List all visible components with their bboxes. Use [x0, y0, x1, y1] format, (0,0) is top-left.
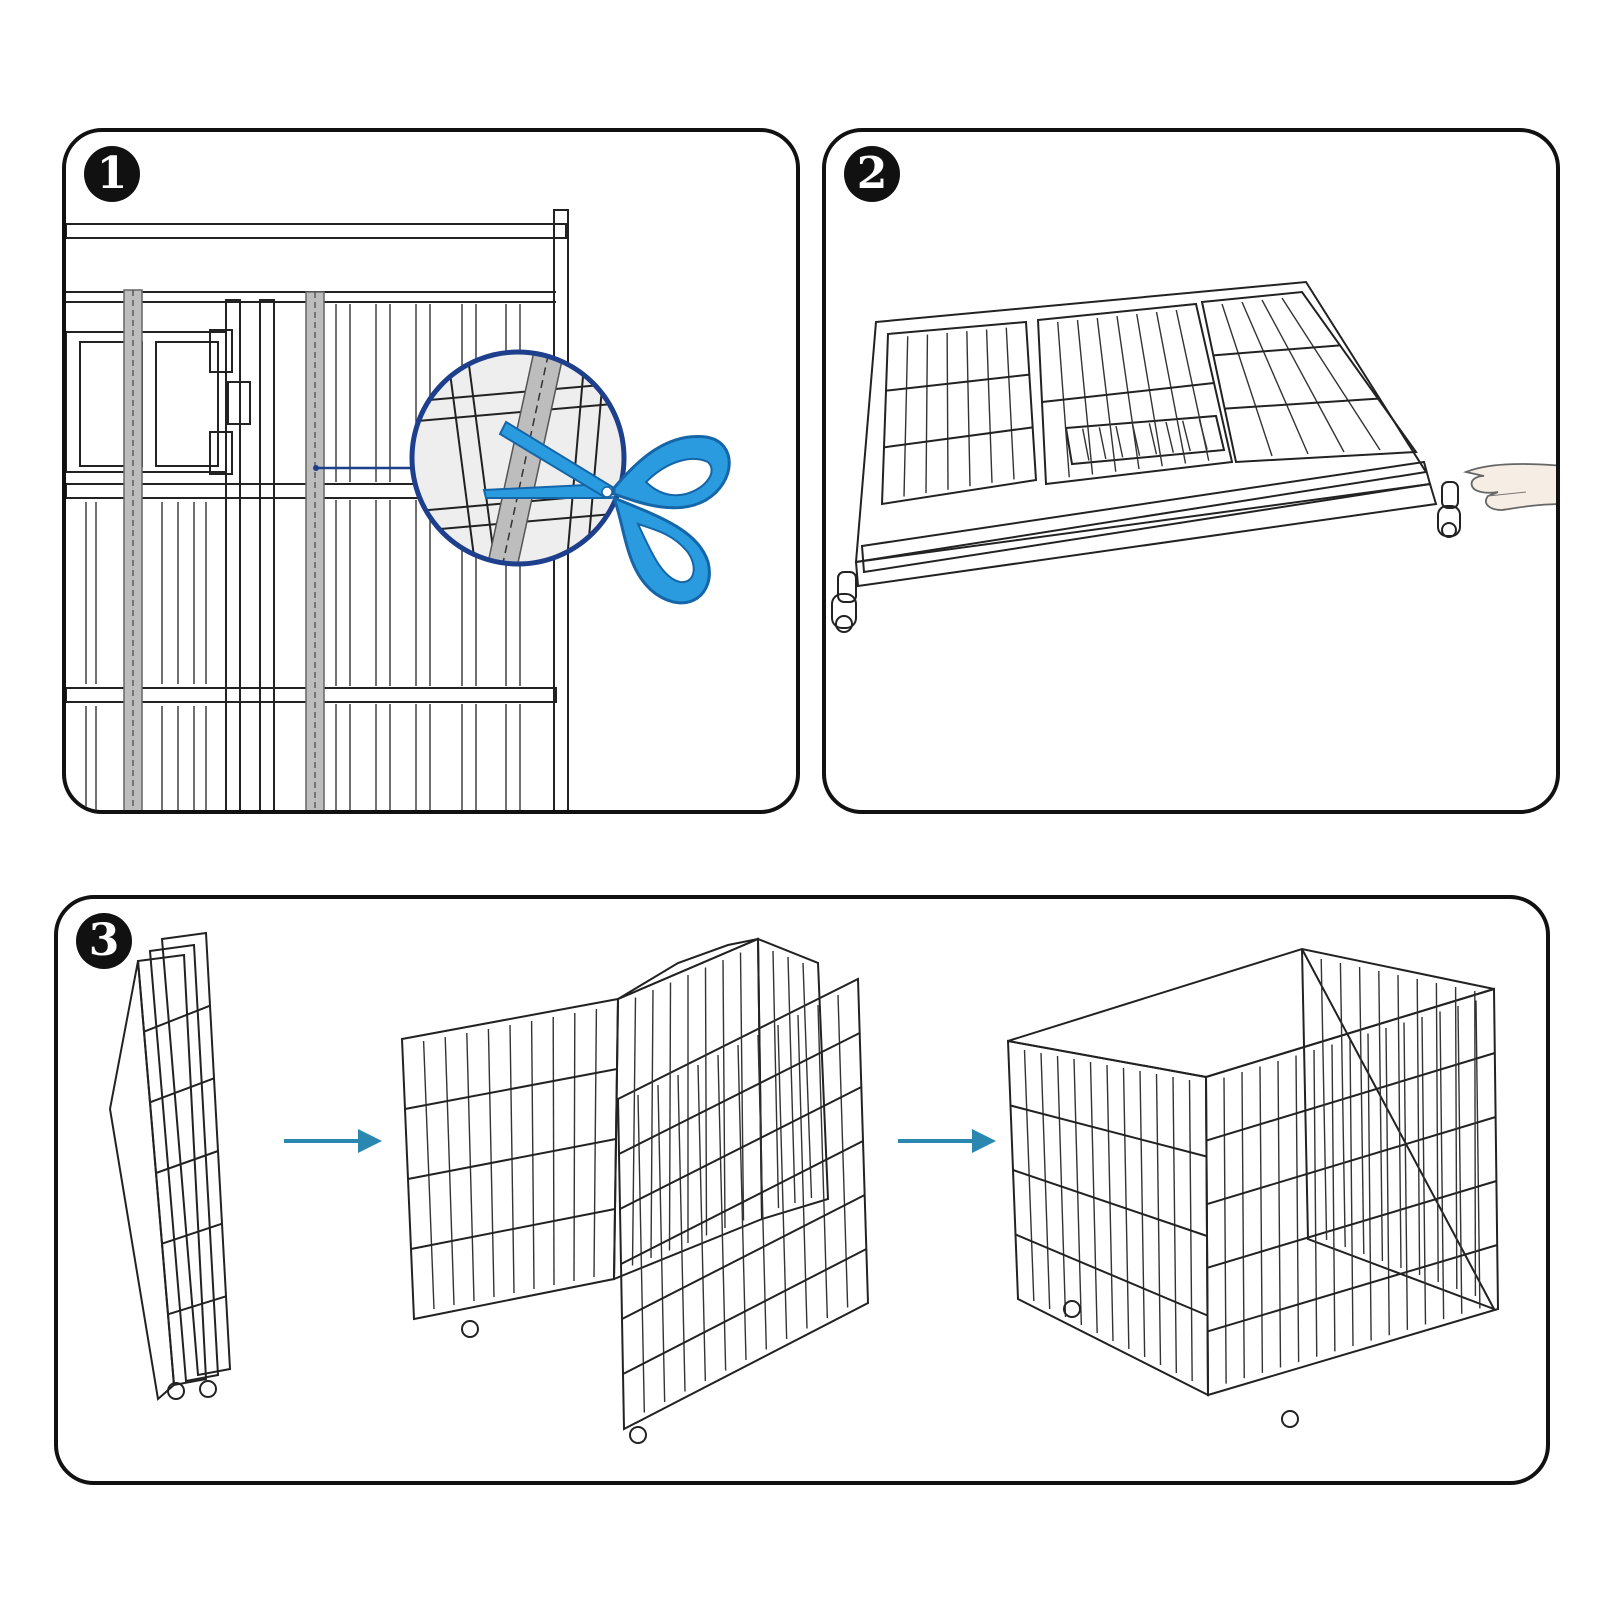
crate-bar — [1476, 1001, 1480, 1309]
crate-bar — [1350, 1039, 1353, 1346]
crate-bar — [987, 329, 992, 482]
crate-bar — [1456, 987, 1457, 1289]
crate-bar — [947, 333, 948, 490]
crate-bar — [1166, 422, 1173, 453]
crate-bar — [1321, 959, 1326, 1240]
step-2-panel: 2 — [822, 128, 1560, 814]
crate-bar — [1422, 1017, 1426, 1325]
step-3-panel: 3 — [54, 895, 1550, 1485]
arrow-right-icon — [284, 1129, 382, 1153]
crate-bar — [1475, 991, 1476, 1296]
crate-bar — [1379, 971, 1383, 1261]
crate-bar — [1199, 419, 1207, 449]
unfold-sequence — [58, 899, 1550, 1485]
crate-bar — [162, 1224, 222, 1244]
assembled-crate — [1008, 949, 1498, 1427]
crate-bar — [1332, 1045, 1335, 1352]
crate-bar — [156, 1151, 218, 1173]
crate-bar — [1436, 983, 1438, 1282]
crate-bar — [1296, 1056, 1299, 1363]
crate-bar — [1386, 1028, 1389, 1335]
crate-bar — [621, 1141, 863, 1264]
crate-bar — [1458, 1006, 1462, 1314]
crate-bar — [1340, 963, 1345, 1247]
crate-bar — [1242, 1072, 1244, 1378]
crate-bar — [1404, 1023, 1407, 1330]
crate-bar — [623, 1249, 866, 1374]
crate-bar — [1042, 383, 1214, 402]
arrow-right-icon — [898, 1129, 996, 1153]
crate-bar — [1398, 975, 1401, 1268]
crate-bar — [1360, 967, 1364, 1254]
crate-base-illustration — [826, 132, 1560, 814]
crate-bar — [1213, 345, 1340, 355]
crate-bar — [1278, 1061, 1281, 1368]
crate-bar — [1116, 426, 1123, 457]
crate-bar — [670, 983, 671, 1251]
crate-bar — [1225, 399, 1378, 409]
crate-bar — [1006, 328, 1014, 480]
crate-bar — [651, 990, 653, 1258]
crate-bar — [803, 963, 812, 1198]
crate-bar — [926, 335, 927, 494]
crate-bar — [633, 998, 636, 1266]
crate-bar — [1099, 427, 1105, 459]
crate-bar — [1224, 1078, 1226, 1384]
hand-icon — [1466, 464, 1560, 510]
crate-bar — [1260, 1067, 1262, 1373]
crate-bar — [1440, 1012, 1444, 1320]
crate-bar — [904, 336, 908, 496]
crate-bar — [967, 331, 970, 486]
crate-bar — [168, 1296, 226, 1314]
crate-bar — [886, 375, 1029, 391]
crate-bar — [150, 1078, 214, 1102]
crate-side-closeup — [66, 132, 800, 814]
crate-bar — [1314, 1050, 1317, 1357]
crate-bar — [788, 957, 795, 1203]
crate-bar — [723, 960, 725, 1228]
crate-bar — [706, 968, 707, 1236]
step-1-panel: 1 — [62, 128, 800, 814]
crate-bar — [1183, 421, 1191, 451]
half-open-crate — [402, 939, 868, 1443]
crate-bar — [1417, 979, 1419, 1275]
crate-bar — [884, 427, 1033, 447]
folded-crate — [110, 933, 230, 1399]
crate-bar — [773, 951, 779, 1208]
